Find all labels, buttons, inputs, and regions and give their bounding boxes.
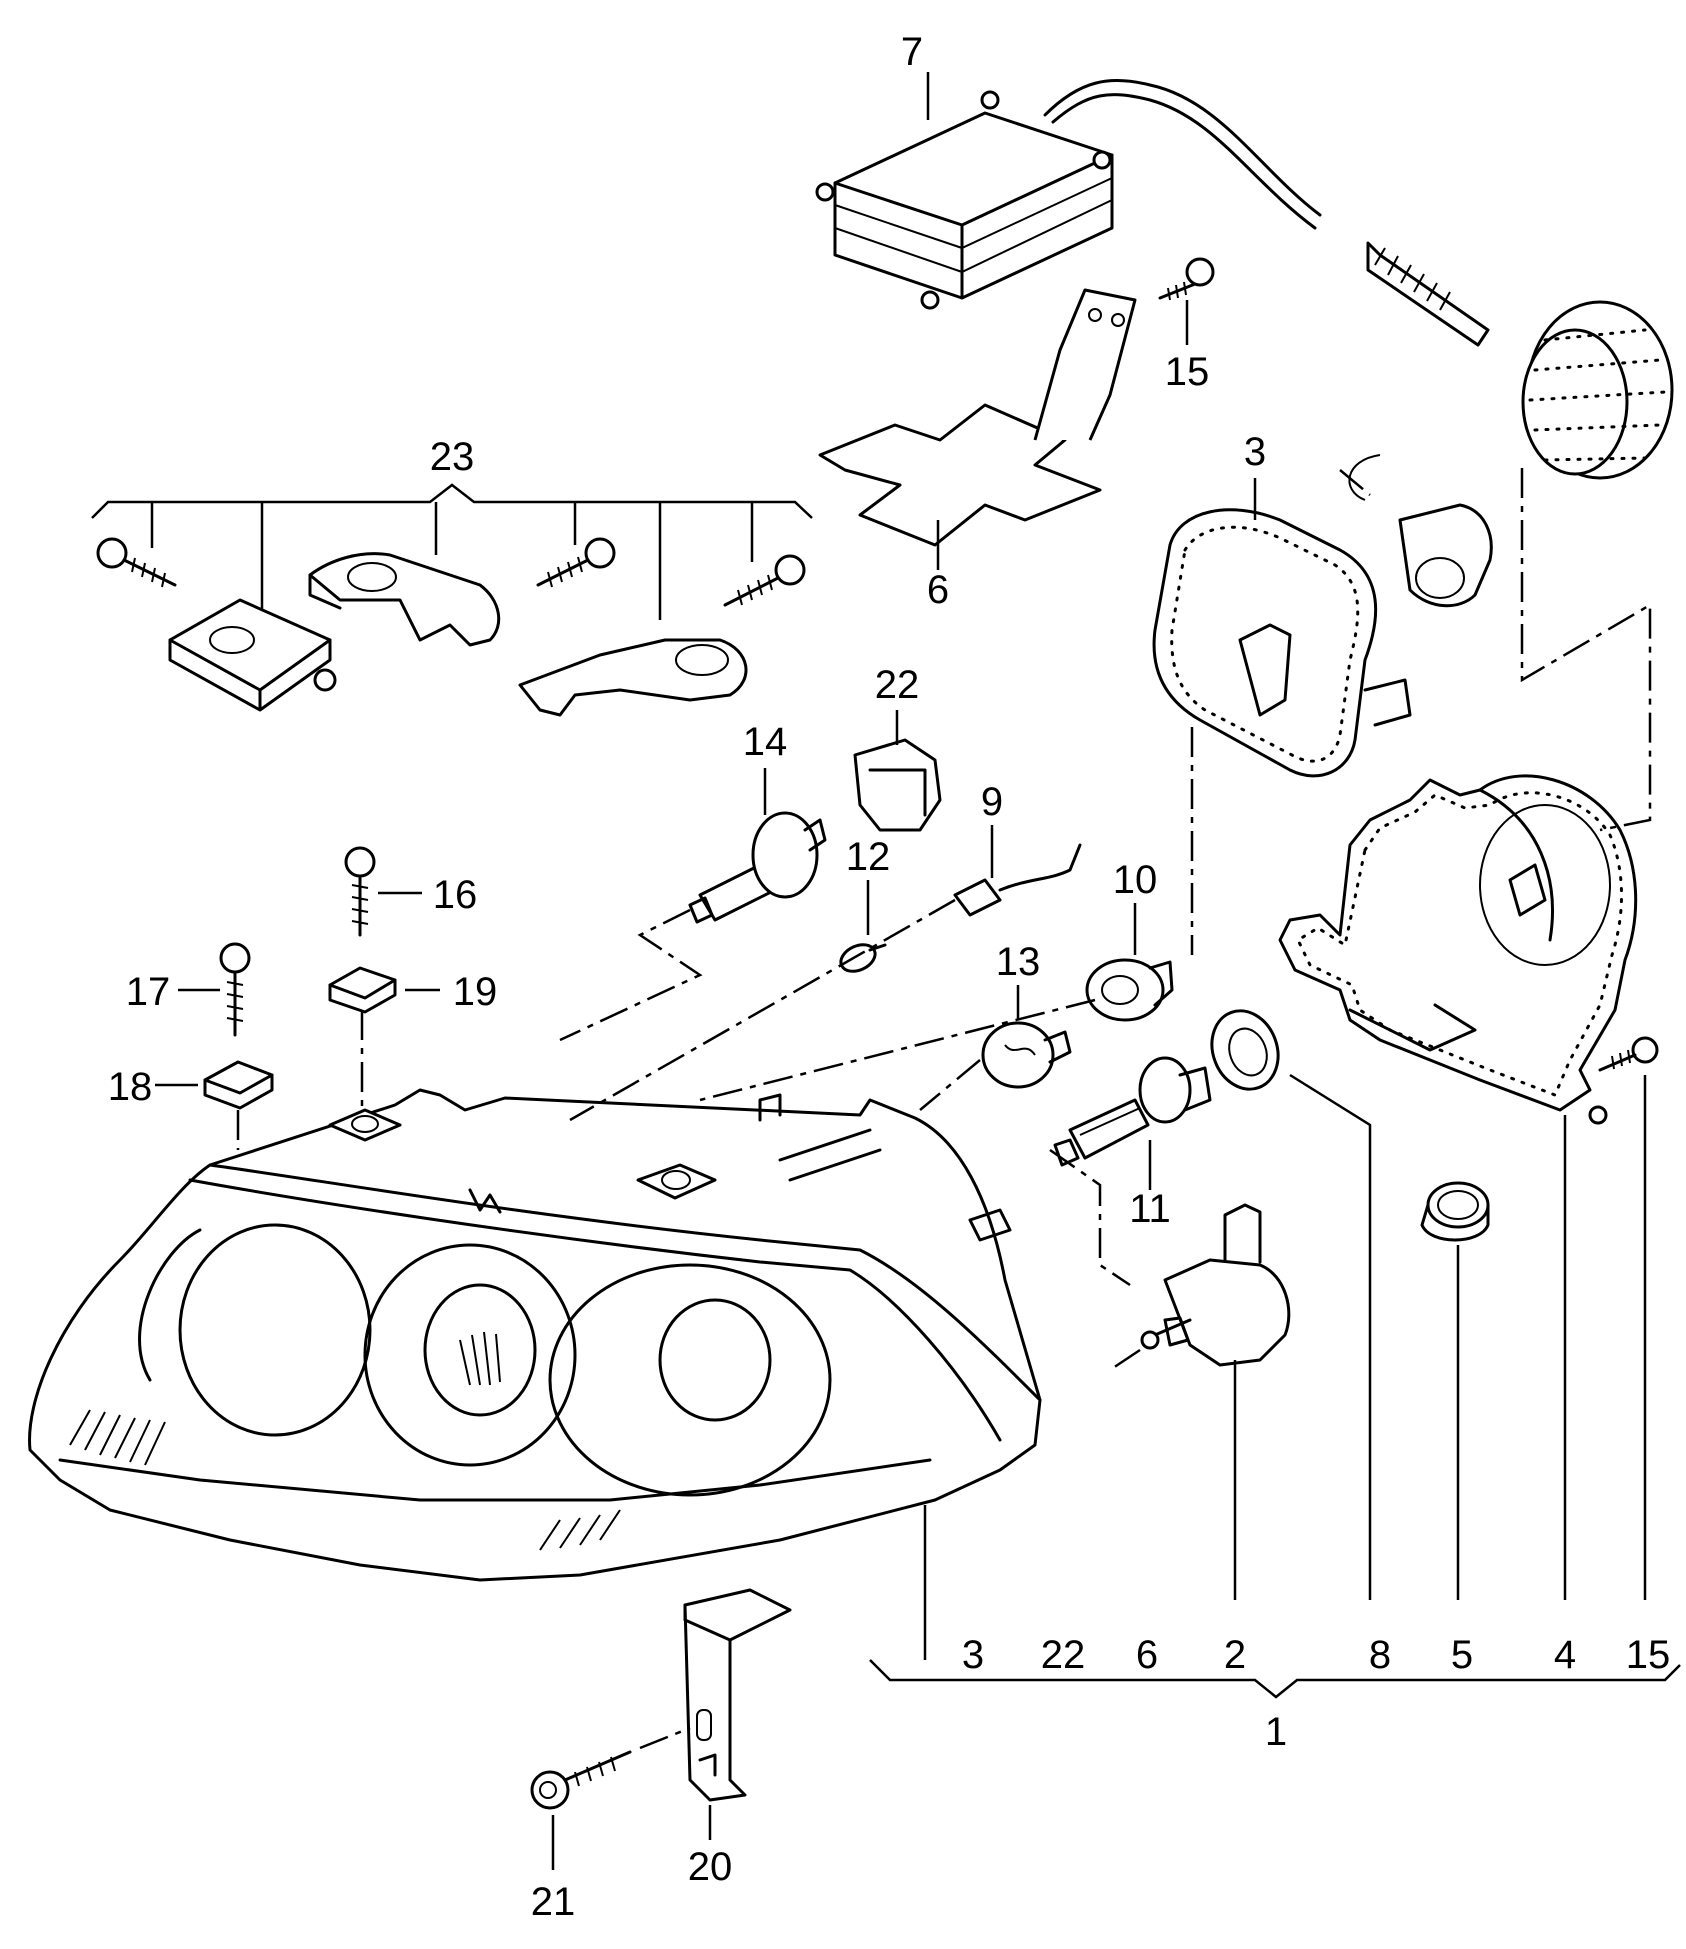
dashline-14 [559, 908, 703, 1042]
callout-17: 17 [126, 970, 171, 1014]
bulb-holder-part-10 [1085, 958, 1174, 1022]
callout-13: 13 [996, 940, 1041, 984]
small-bulb-part-12 [839, 943, 887, 973]
screw-part-15-top [1158, 257, 1215, 301]
dashline-socket [1339, 469, 1371, 496]
mount-screw-23-a [96, 537, 177, 588]
callout-2: 2 [1224, 1633, 1246, 1677]
round-cap [1521, 300, 1674, 480]
callout-19: 19 [453, 970, 498, 1014]
callout-3-bottom: 3 [962, 1633, 984, 1677]
callout-6-top: 6 [927, 568, 949, 612]
dashline-9 [569, 898, 956, 1122]
housing-cover-part-3 [1152, 508, 1412, 778]
dashline-21 [639, 1726, 691, 1750]
cable-socket-part-9 [953, 843, 1082, 917]
callout-14: 14 [743, 720, 788, 764]
leader-8 [1289, 1073, 1372, 1600]
dashline-cap-housing [1520, 468, 1652, 832]
mount-screw-23-c [536, 537, 616, 588]
callout-16: 16 [433, 873, 478, 917]
screw-part-16 [344, 846, 376, 937]
dashline-2 [1109, 1348, 1141, 1372]
clip-nut-part-19 [328, 966, 397, 1014]
callout-10: 10 [1113, 858, 1158, 902]
brace-1 [869, 1659, 1681, 1699]
brace-23 [91, 483, 813, 519]
callout-1: 1 [1265, 1710, 1287, 1754]
callout-6-bottom: 6 [1136, 1633, 1158, 1677]
range-motor-part-2 [1140, 1203, 1291, 1367]
control-unit-part-7 [815, 79, 1490, 347]
xenon-bulb-part-11 [1053, 1056, 1212, 1167]
ring-part-5 [1420, 1181, 1490, 1242]
callout-15-top: 15 [1165, 350, 1210, 394]
bulb-clip-part-22 [853, 738, 942, 832]
callout-8: 8 [1369, 1633, 1391, 1677]
callout-21: 21 [531, 1880, 576, 1924]
callout-18: 18 [108, 1065, 153, 1109]
leaders-23 [150, 502, 754, 620]
headlight-assembly [28, 1088, 1042, 1582]
callout-20: 20 [688, 1845, 733, 1889]
clip-nut-part-18 [203, 1060, 274, 1110]
callout-22-bottom: 22 [1041, 1633, 1086, 1677]
mount-block-23 [168, 598, 337, 712]
mount-bracket-23-e [518, 638, 748, 717]
dashline-11 [1049, 1148, 1131, 1287]
socket-cap [1348, 454, 1493, 608]
mount-bracket-23-b [308, 552, 501, 647]
screw-part-21 [530, 1750, 632, 1810]
headlight-housing-part-4 [1278, 774, 1638, 1125]
callout-4: 4 [1554, 1633, 1576, 1677]
callout-12: 12 [846, 835, 891, 879]
sealing-ring-part-8 [1210, 1009, 1280, 1091]
dashline-10 [699, 998, 1096, 1102]
halogen-bulb-part-14 [688, 811, 827, 924]
dashline-13 [919, 1059, 981, 1111]
callout-15-bottom: 15 [1626, 1633, 1671, 1677]
callout-22-top: 22 [875, 663, 920, 707]
callout-5: 5 [1451, 1633, 1473, 1677]
mount-screw-23-d [723, 554, 806, 607]
callout-9: 9 [981, 780, 1003, 824]
callout-11: 11 [1129, 1187, 1171, 1231]
screw-part-17 [219, 942, 251, 1037]
callout-3-top: 3 [1244, 430, 1266, 474]
bulb-part-13 [981, 1021, 1072, 1089]
screw-part-15-right [1598, 1036, 1659, 1072]
callout-7: 7 [901, 30, 923, 74]
bracket-part-6 [818, 288, 1137, 547]
callout-23: 23 [430, 435, 475, 479]
bracket-part-20 [683, 1588, 792, 1802]
